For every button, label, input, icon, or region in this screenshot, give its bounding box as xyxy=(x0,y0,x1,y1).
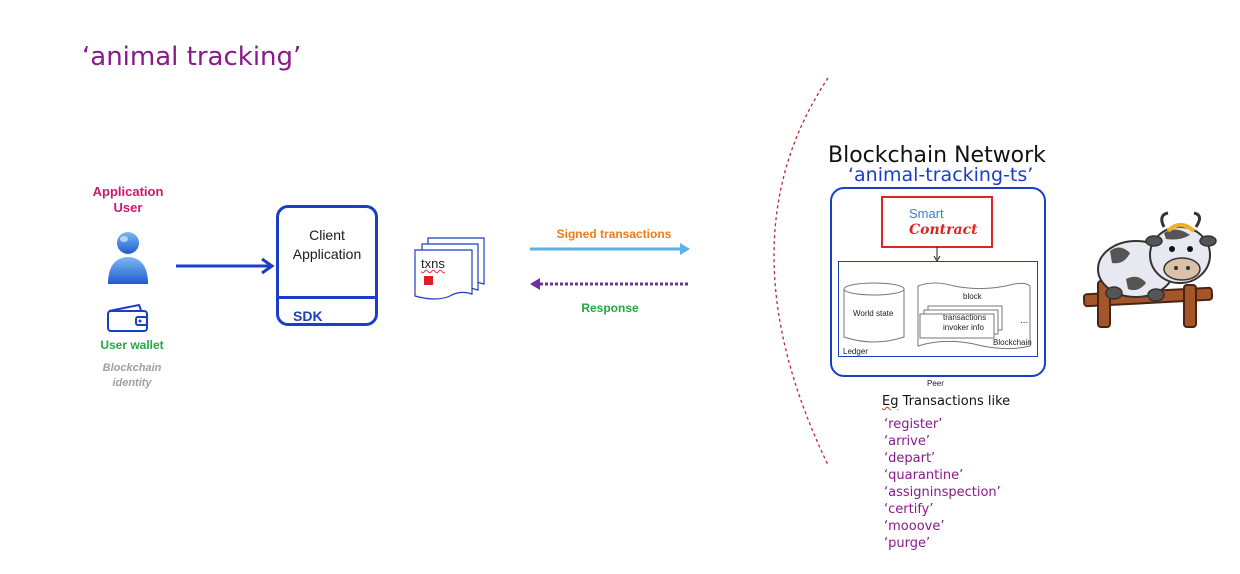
peer-label: Peer xyxy=(927,379,944,388)
transaction-item: ‘quarantine’ xyxy=(884,468,964,483)
blockchain-identity-line1: Blockchain xyxy=(102,362,162,374)
transaction-item: ‘certify’ xyxy=(884,502,934,517)
response-arrow xyxy=(530,278,688,290)
diagram-title: ‘animal tracking’ xyxy=(82,42,302,72)
cow-icon xyxy=(1082,211,1217,328)
client-divider xyxy=(279,296,375,299)
document-stack-icon xyxy=(414,237,485,300)
wallet-icon xyxy=(107,303,148,332)
user-icon xyxy=(108,232,148,284)
smart-contract-line2: Contract xyxy=(909,222,978,238)
world-state-cylinder xyxy=(843,282,905,343)
sdk-label: SDK xyxy=(293,308,323,324)
client-label-line1: Client xyxy=(309,227,345,243)
transaction-item: ‘arrive’ xyxy=(884,434,930,449)
client-application-box: Client Application SDK xyxy=(276,205,378,326)
example-transactions-heading: Eg Transactions like xyxy=(882,394,1010,409)
transaction-item: ‘register’ xyxy=(884,417,943,432)
peer-box xyxy=(830,187,1046,377)
txns-label: txns xyxy=(421,256,445,271)
invoker-info-label: invoker info xyxy=(943,323,984,332)
blockchain-network-title: Blockchain Network xyxy=(828,143,1046,168)
transaction-item: ‘purge’ xyxy=(884,536,931,551)
signed-transactions-label: Signed transactions xyxy=(556,227,672,241)
transactions-label: transactions xyxy=(943,313,987,322)
transaction-item: ‘depart’ xyxy=(884,451,936,466)
more-blocks-ellipsis: ... xyxy=(1020,315,1029,326)
blockchain-blocks xyxy=(917,282,1031,350)
blockchain-network-subtitle: ‘animal-tracking-ts’ xyxy=(848,164,1034,186)
transaction-item: ‘mooove’ xyxy=(884,519,945,534)
application-user-label: Application User xyxy=(78,184,178,216)
blockchain-label: Blockchain xyxy=(993,338,1032,347)
transaction-item: ‘assigninspection’ xyxy=(884,485,1001,500)
example-transactions-list: ‘register’ ‘arrive’ ‘depart’ ‘quarantine… xyxy=(884,416,1001,552)
world-state-label: World state xyxy=(853,309,894,318)
eg-rest: Transactions like xyxy=(898,394,1011,409)
smart-contract-box: Smart Contract xyxy=(881,196,993,248)
client-application-label: Client Application xyxy=(279,226,375,264)
application-user-line2: User xyxy=(113,200,143,215)
eg-word: Eg xyxy=(882,394,899,409)
smart-contract-line1: Smart xyxy=(909,206,944,221)
blockchain-identity-line2: identity xyxy=(112,377,152,389)
user-wallet-label: User wallet xyxy=(100,338,164,352)
client-label-line2: Application xyxy=(292,246,362,262)
ledger-label: Ledger xyxy=(843,347,868,356)
application-user-line1: Application xyxy=(92,184,164,199)
user-to-client-arrow xyxy=(176,257,275,275)
ledger-box xyxy=(838,261,1038,357)
response-label: Response xyxy=(581,301,639,315)
signed-transactions-arrow xyxy=(530,243,690,255)
blockchain-identity-label: Blockchain identity xyxy=(82,361,182,391)
network-boundary-arc xyxy=(773,77,829,466)
block-label: block xyxy=(963,292,982,301)
